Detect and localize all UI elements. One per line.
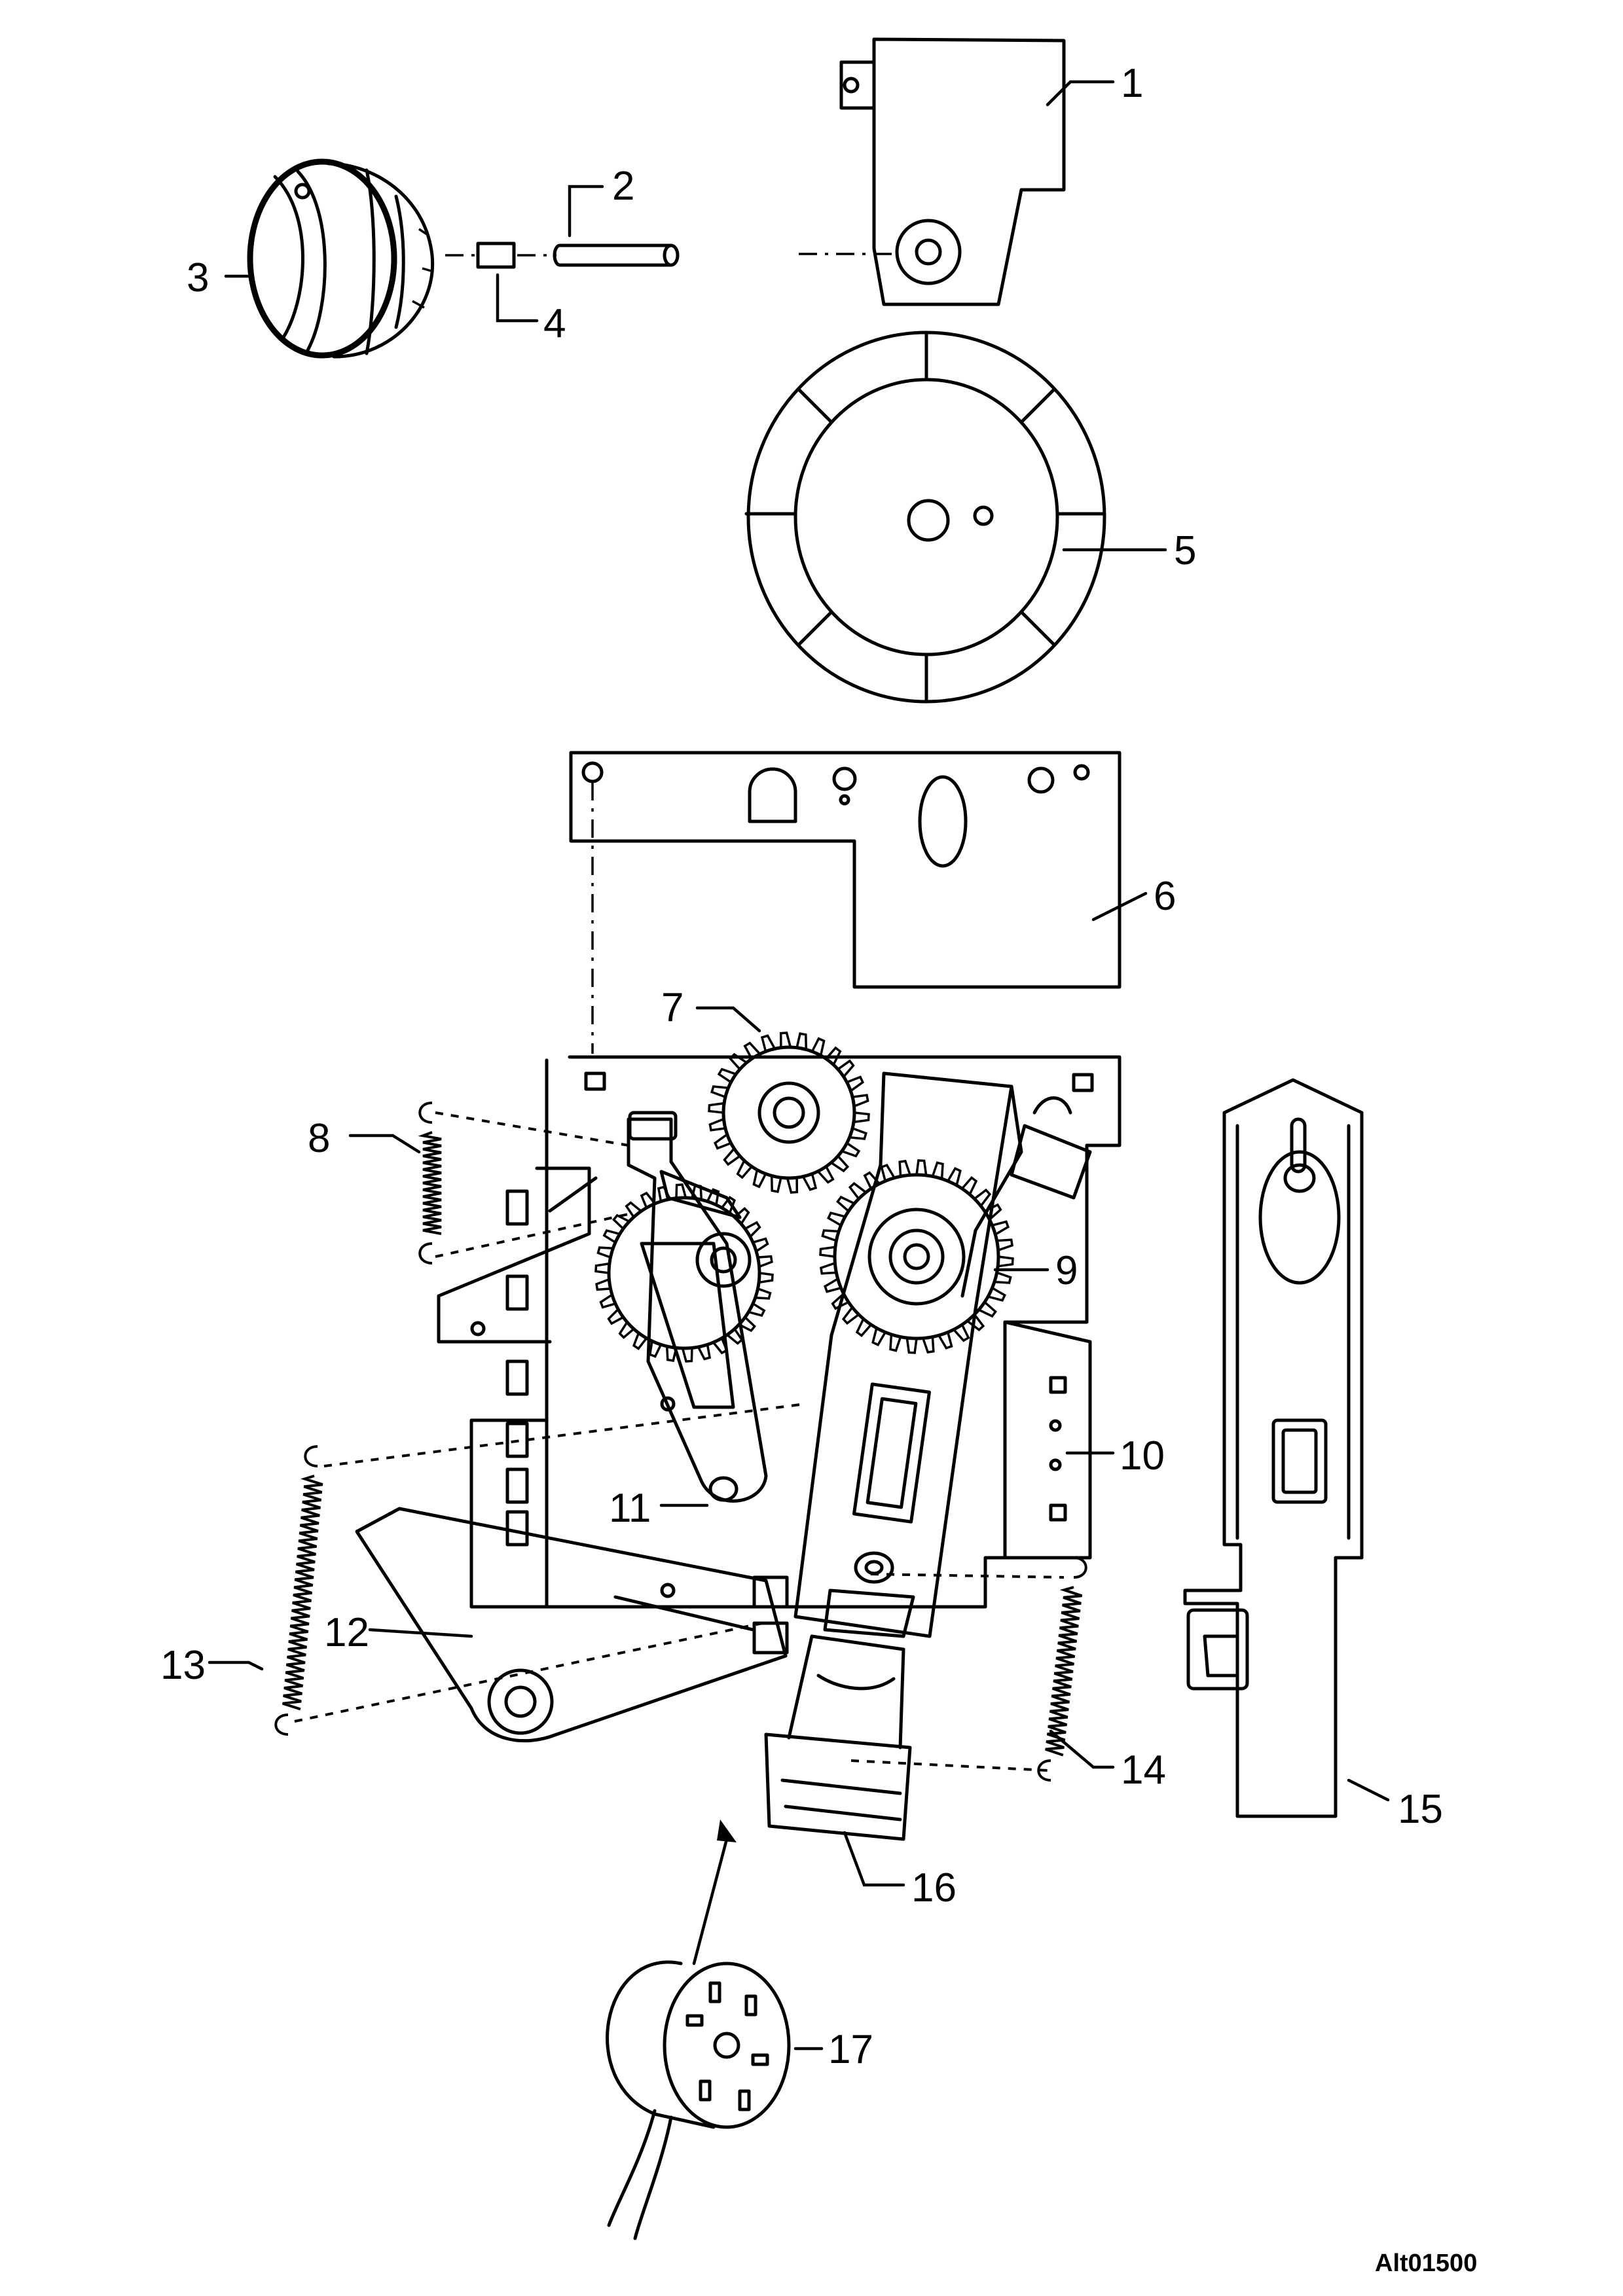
figure-code: Alt01500	[1375, 2250, 1477, 2277]
callout-7: 7	[661, 985, 684, 1030]
slide-carrier	[793, 1071, 1092, 1638]
part-13-spring	[274, 1403, 806, 1736]
part-11-lever	[627, 1111, 768, 1503]
callout-1: 1	[1121, 61, 1143, 106]
callout-leaders	[208, 80, 1390, 2051]
callout-2: 2	[612, 164, 634, 209]
callout-9: 9	[1055, 1248, 1078, 1293]
part-14-spring	[850, 1556, 1087, 1782]
part-9-drive-gear	[819, 1159, 1014, 1354]
callout-6: 6	[1154, 874, 1176, 919]
part-10-side-plate	[1003, 1320, 1092, 1560]
part-15-side-bracket	[1183, 1078, 1364, 1818]
part-4-coupler	[445, 242, 556, 269]
callout-3: 3	[187, 255, 209, 300]
callout-8: 8	[308, 1116, 330, 1161]
part-12-lever-plate	[355, 1507, 789, 1743]
callout-15: 15	[1398, 1787, 1443, 1832]
part-7-gear	[708, 1031, 870, 1194]
callout-14: 14	[1121, 1748, 1166, 1793]
callout-5: 5	[1174, 528, 1196, 573]
part-3-knob	[247, 158, 435, 359]
callout-13: 13	[160, 1643, 206, 1688]
callout-4: 4	[543, 301, 566, 346]
part-16-slide-tip	[764, 1634, 912, 1841]
callout-labels: 1 2 3 4 5 6 7 8 9 10 11 12 13 14 15 16 1…	[160, 61, 1443, 2072]
part-2-shaft	[553, 243, 680, 267]
callout-17: 17	[828, 2027, 873, 2072]
callout-12: 12	[324, 1610, 369, 1655]
callout-10: 10	[1120, 1433, 1165, 1479]
part-8-spring	[418, 1102, 629, 1265]
part-6-plate	[569, 751, 1122, 1054]
part-1-bracket	[799, 37, 1066, 306]
callout-11: 11	[609, 1486, 651, 1531]
part-17-motor	[606, 1820, 791, 2240]
part-5-dial	[744, 331, 1106, 704]
callout-16: 16	[911, 1865, 957, 1910]
